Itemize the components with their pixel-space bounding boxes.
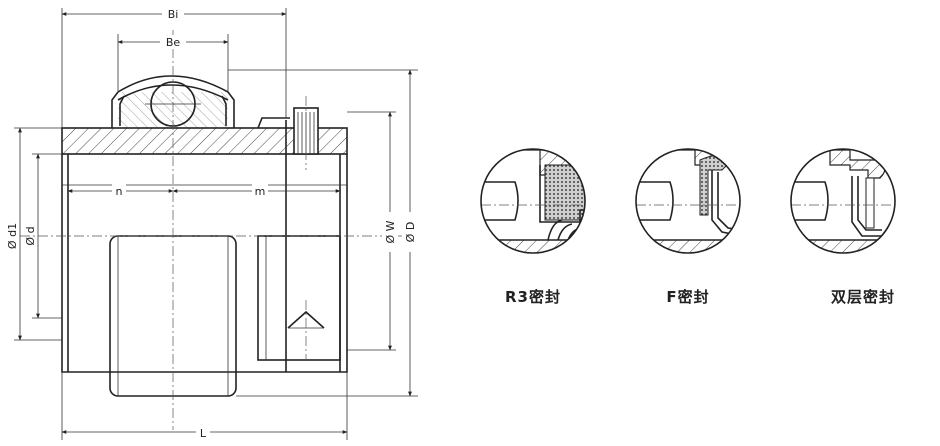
seal-name-r3: R3密封 [505,288,561,306]
dimension-labels: Bi Be n m L Ø d1 Ø d Ø W Ø D [6,6,418,440]
label-d1: Ø d1 [6,223,19,249]
seal-detail-r3: R3密封 [480,148,586,306]
seal-name-f: F密封 [666,288,709,306]
dimension-lines [14,8,418,440]
label-bi: Bi [168,8,179,21]
label-n: n [116,185,123,198]
label-w: Ø W [384,220,397,243]
label-od: Ø D [404,222,417,243]
seal-detail-double: 双层密封 [790,148,896,306]
seal-detail-f: F密封 [635,148,741,306]
main-bearing-view [20,30,410,430]
label-be: Be [166,36,181,49]
label-m: m [255,185,266,198]
label-l: L [200,427,207,440]
label-d: Ø d [24,226,37,245]
seal-name-double: 双层密封 [831,288,895,306]
